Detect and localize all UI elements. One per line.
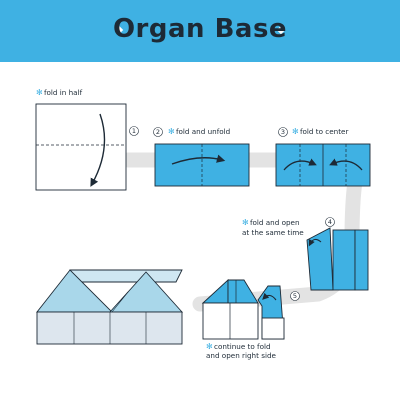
step-5-label-line-1: continue to fold [214,342,271,351]
step-4-number: 4 [328,218,332,226]
step-4-label-line-1: fold and open [250,218,300,227]
step-2-star-icon: ✻ [168,127,175,136]
step-4-right-panel [354,229,369,291]
step-4-left-flap [306,227,334,291]
step-1-star-icon: ✻ [36,88,43,97]
step-3-right-arrow [329,158,363,171]
step-3-left-arrow [283,158,317,171]
step-5-label-line-2: and open right side [206,351,277,360]
step-4-open-arrow [308,238,322,247]
step-3-label: fold to center [300,127,348,136]
step-2-number: 2 [156,128,160,136]
step-5-star-icon: ✻ [206,342,213,351]
step-5-number: 5 [293,292,297,300]
step-3-star-icon: ✻ [292,127,299,136]
step-3: 3 ✻ fold to center [275,127,371,187]
step-2-fold-arrow [171,154,226,165]
step-4-number-badge [325,217,335,227]
final-organ-base [36,269,184,345]
step-2-number-badge [153,127,163,137]
step-4-label-line-2: at the same time [242,228,304,237]
step-5-open-arrow [262,292,277,301]
step-5-right-flap-bottom [261,317,285,340]
step-5-base [202,302,259,340]
step-2-label: fold and unfold [176,127,230,136]
step-1-number: 1 [132,127,136,135]
final-base [36,311,183,345]
title-banner [0,0,400,62]
step-2: 2 ✻ fold and unfold [153,127,250,187]
step-4-center-panel [332,229,356,291]
step-4: 4 ✻ fold and open at the same time [242,217,369,291]
step-5-number-badge [290,291,300,301]
final-back-wall [69,269,183,283]
page-title: Organ Base [112,14,288,44]
step-1-paper [35,103,127,191]
step-5-right-roof [227,279,259,304]
step-4-star-icon: ✻ [242,218,249,227]
step-1: 1 ✻ fold in half [35,88,139,191]
step-1-label: fold in half [44,88,83,97]
step-3-number: 3 [281,128,285,136]
step-1-number-badge [129,126,139,136]
step-5-left-roof [201,278,229,304]
step-5: 5 ✻ continue to fold and open right side [201,278,300,360]
step-1-fold-arrow [90,113,106,187]
step-3-number-badge [278,127,288,137]
